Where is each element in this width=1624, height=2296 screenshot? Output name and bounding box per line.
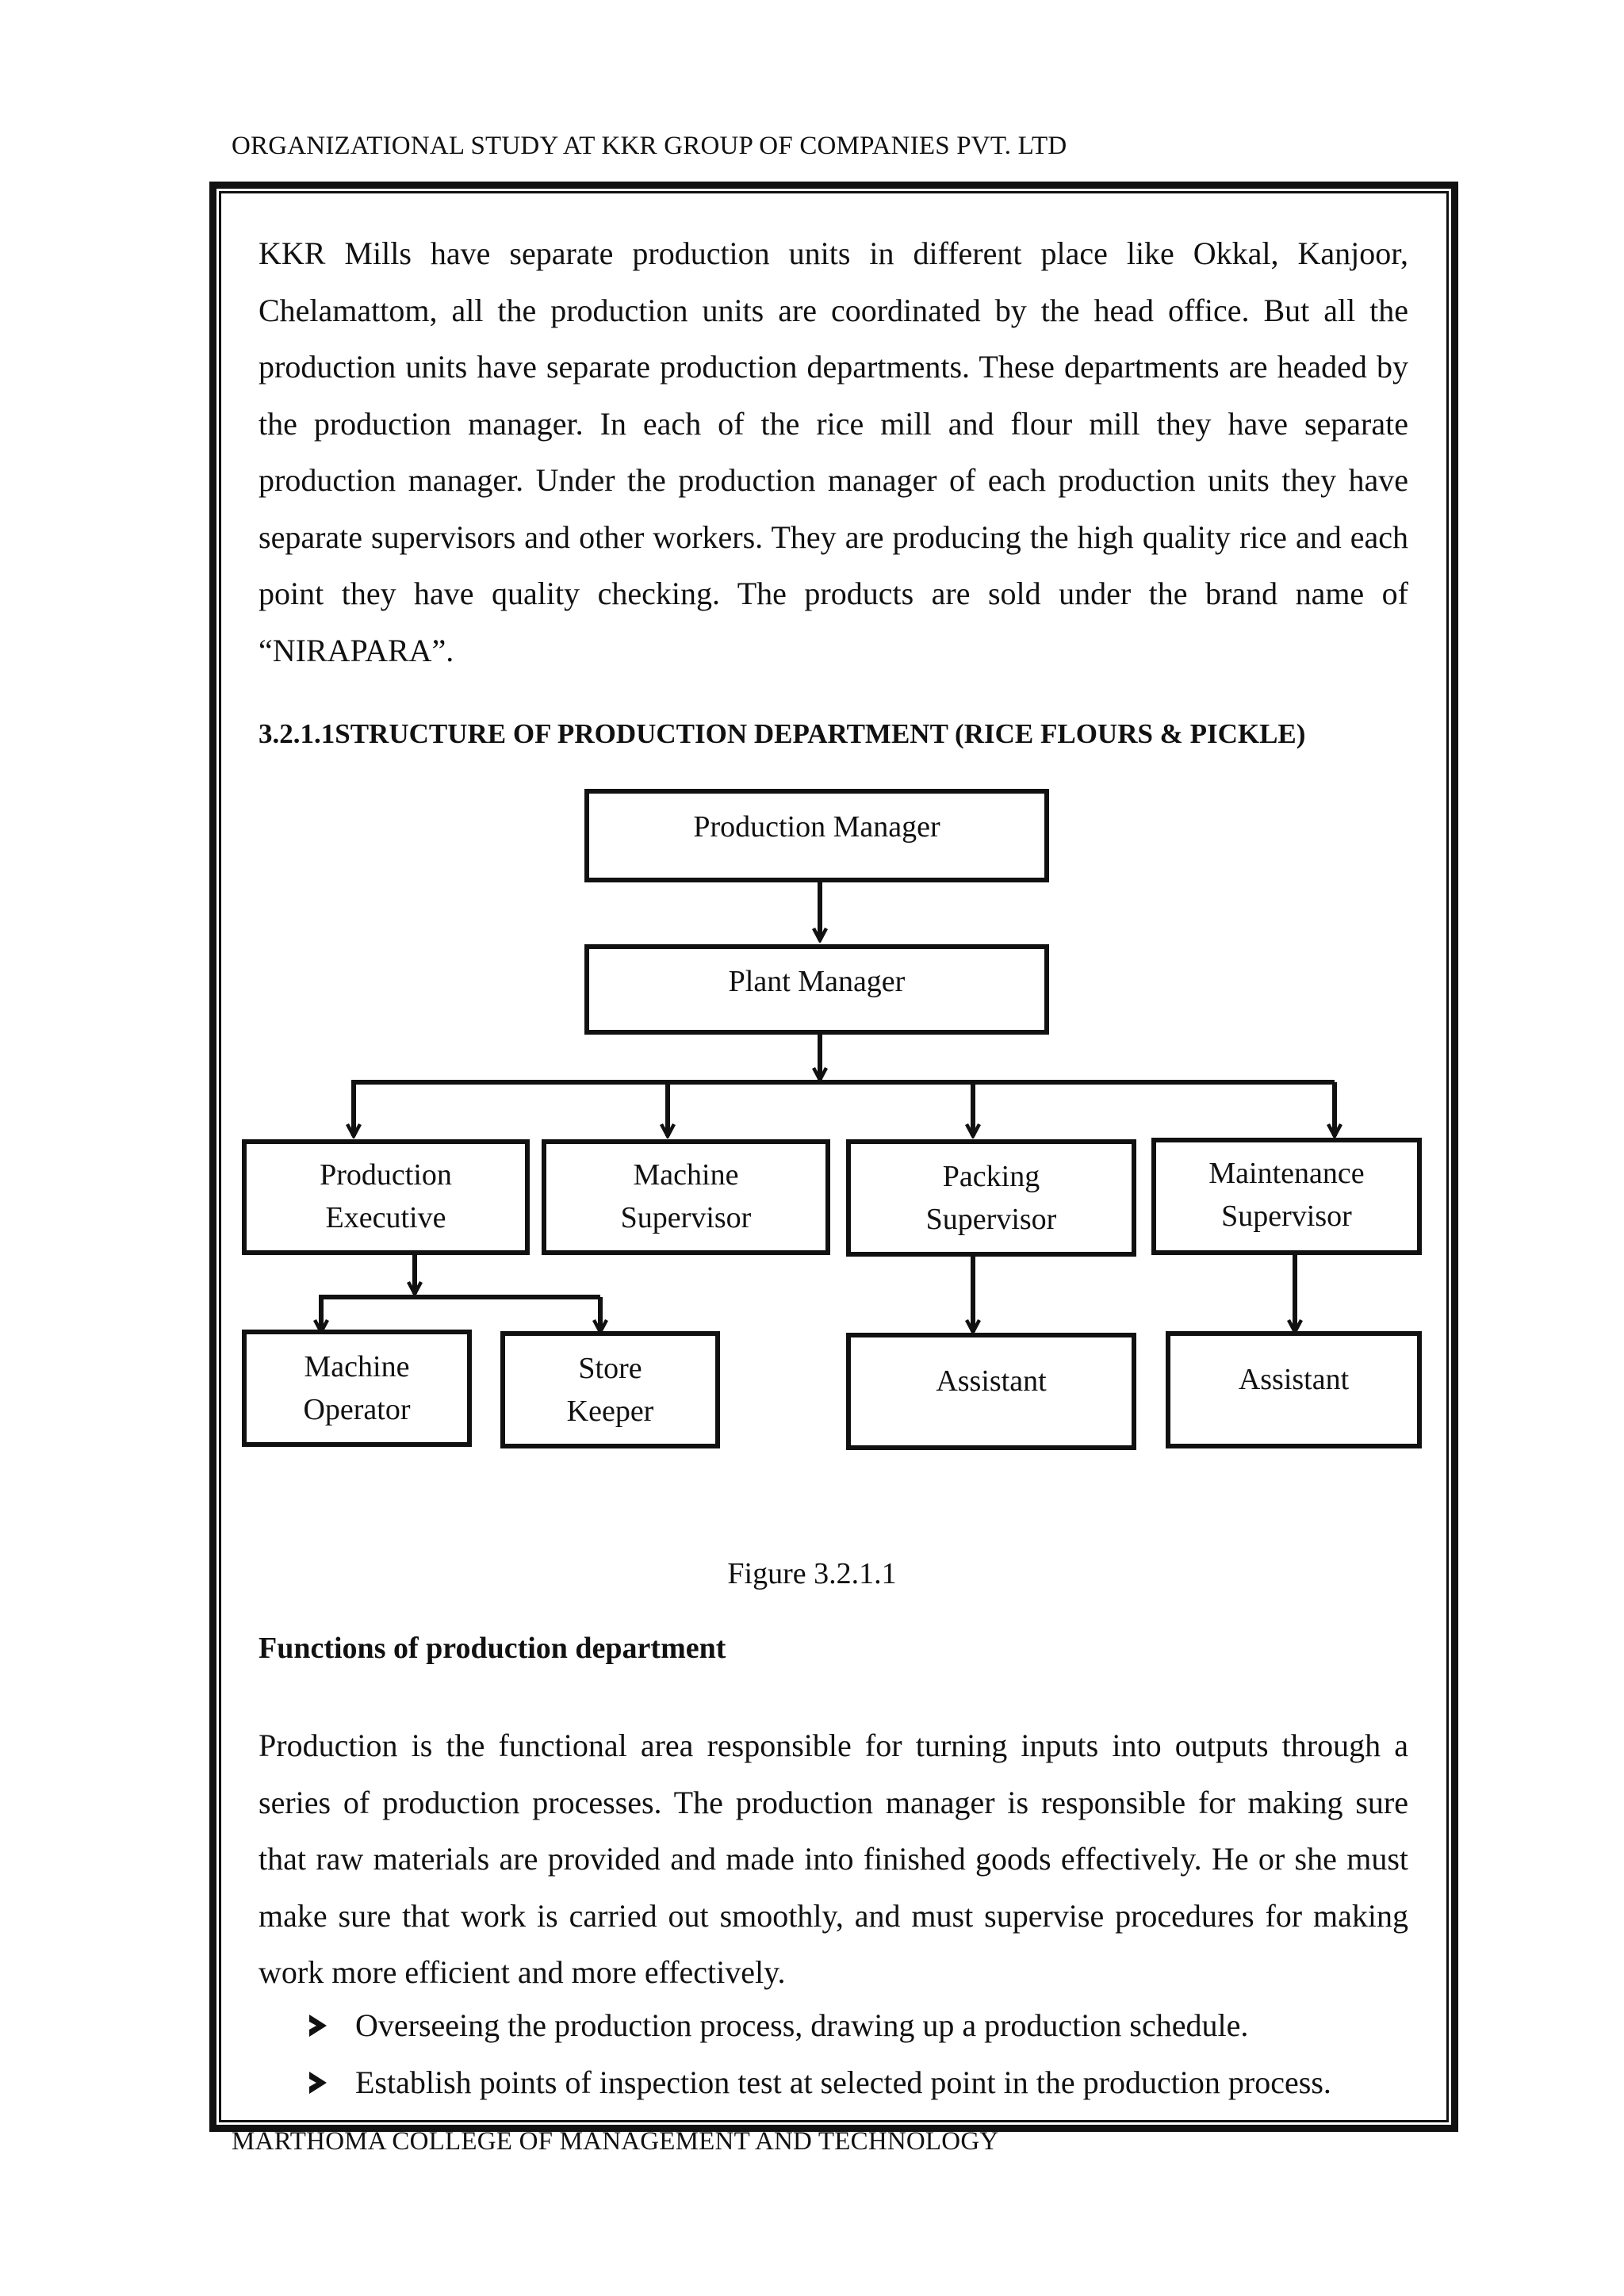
section-heading: 3.2.1.1STRUCTURE OF PRODUCTION DEPARTMEN… [259, 718, 1306, 749]
node-machine-operator: Machine Operator [242, 1330, 472, 1447]
bullet-text: Establish points of inspection test at s… [355, 2064, 1331, 2100]
arrowhead-bullet-icon [309, 2015, 327, 2037]
intro-paragraph: KKR Mills have separate production units… [259, 235, 1408, 668]
page-border-outer [209, 182, 1458, 2132]
node-maintenance-assistant: Assistant [1166, 1331, 1422, 1448]
bullet-text: Overseeing the production process, drawi… [355, 2007, 1249, 2043]
figure-caption: Figure 3.2.1.1 [727, 1557, 897, 1590]
node-packing-supervisor: Packing Supervisor [846, 1139, 1136, 1257]
node-production-executive: Production Executive [242, 1139, 530, 1255]
functions-paragraph: Production is the functional area respon… [259, 1728, 1408, 1990]
node-machine-supervisor: Machine Supervisor [542, 1139, 830, 1255]
functions-bullet-list: Overseeing the production process, drawi… [309, 1997, 1331, 2111]
list-item: Overseeing the production process, drawi… [309, 1997, 1331, 2054]
node-packing-assistant: Assistant [846, 1333, 1136, 1450]
functions-heading: Functions of production department [259, 1632, 726, 1665]
list-item: Establish points of inspection test at s… [309, 2054, 1331, 2111]
node-production-manager: Production Manager [584, 789, 1049, 882]
node-maintenance-supervisor: Maintenance Supervisor [1151, 1138, 1422, 1255]
node-store-keeper: Store Keeper [500, 1331, 720, 1448]
node-plant-manager: Plant Manager [584, 944, 1049, 1035]
page-border-inner [219, 191, 1449, 2122]
running-footer: MARTHOMA COLLEGE OF MANAGEMENT AND TECHN… [232, 2127, 999, 2156]
running-header: ORGANIZATIONAL STUDY AT KKR GROUP OF COM… [232, 132, 1067, 160]
arrowhead-bullet-icon [309, 2072, 327, 2094]
